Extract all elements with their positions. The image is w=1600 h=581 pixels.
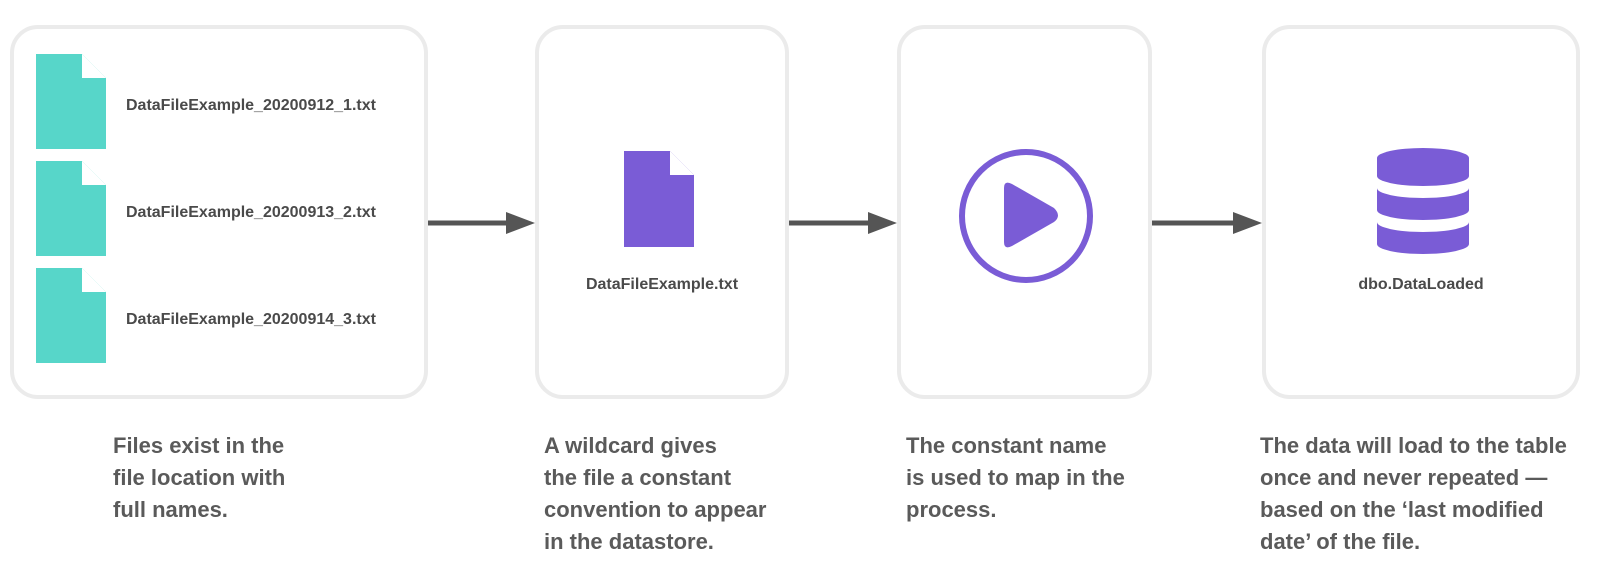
file-name-3: DataFileExample_20200914_3.txt: [126, 311, 376, 328]
caption-line: The data will load to the table: [1260, 433, 1567, 458]
file-name-1: DataFileExample_20200912_1.txt: [126, 97, 376, 114]
file-icon: [36, 54, 106, 149]
arrow-icon: [428, 212, 535, 234]
table-name: dbo.DataLoaded: [1358, 276, 1484, 293]
file-icon: [624, 151, 694, 247]
play-icon: [959, 149, 1093, 283]
database-icon: [1377, 148, 1469, 254]
process-box: [897, 25, 1152, 399]
caption-line: Files exist in the: [113, 433, 285, 458]
caption-source-files: Files exist in the file location with fu…: [113, 430, 285, 526]
caption-line: The constant name: [906, 433, 1107, 458]
source-files-box: DataFileExample_20200912_1.txt DataFileE…: [10, 25, 428, 399]
wildcard-file-name: DataFileExample.txt: [585, 276, 739, 293]
caption-process: The constant name is used to map in the …: [906, 430, 1125, 526]
caption-line: A wildcard gives: [544, 433, 717, 458]
file-icon: [36, 161, 106, 256]
caption-line: is used to map in the: [906, 465, 1125, 490]
file-icon: [36, 268, 106, 363]
caption-line: date’ of the file.: [1260, 529, 1421, 554]
caption-line: file location with: [113, 465, 286, 490]
caption-database: The data will load to the table once and…: [1260, 430, 1567, 558]
caption-line: convention to appear: [544, 497, 767, 522]
caption-line: in the datastore.: [544, 529, 714, 554]
caption-line: full names.: [113, 497, 228, 522]
caption-line: based on the ‘last modified: [1260, 497, 1544, 522]
caption-line: the file a constant: [544, 465, 732, 490]
caption-line: once and never repeated —: [1260, 465, 1548, 490]
wildcard-file-box: DataFileExample.txt: [535, 25, 789, 399]
caption-line: process.: [906, 497, 997, 522]
database-box: dbo.DataLoaded: [1262, 25, 1580, 399]
arrow-icon: [1152, 212, 1262, 234]
arrow-icon: [789, 212, 897, 234]
file-name-2: DataFileExample_20200913_2.txt: [126, 204, 376, 221]
caption-wildcard: A wildcard gives the file a constant con…: [544, 430, 766, 558]
